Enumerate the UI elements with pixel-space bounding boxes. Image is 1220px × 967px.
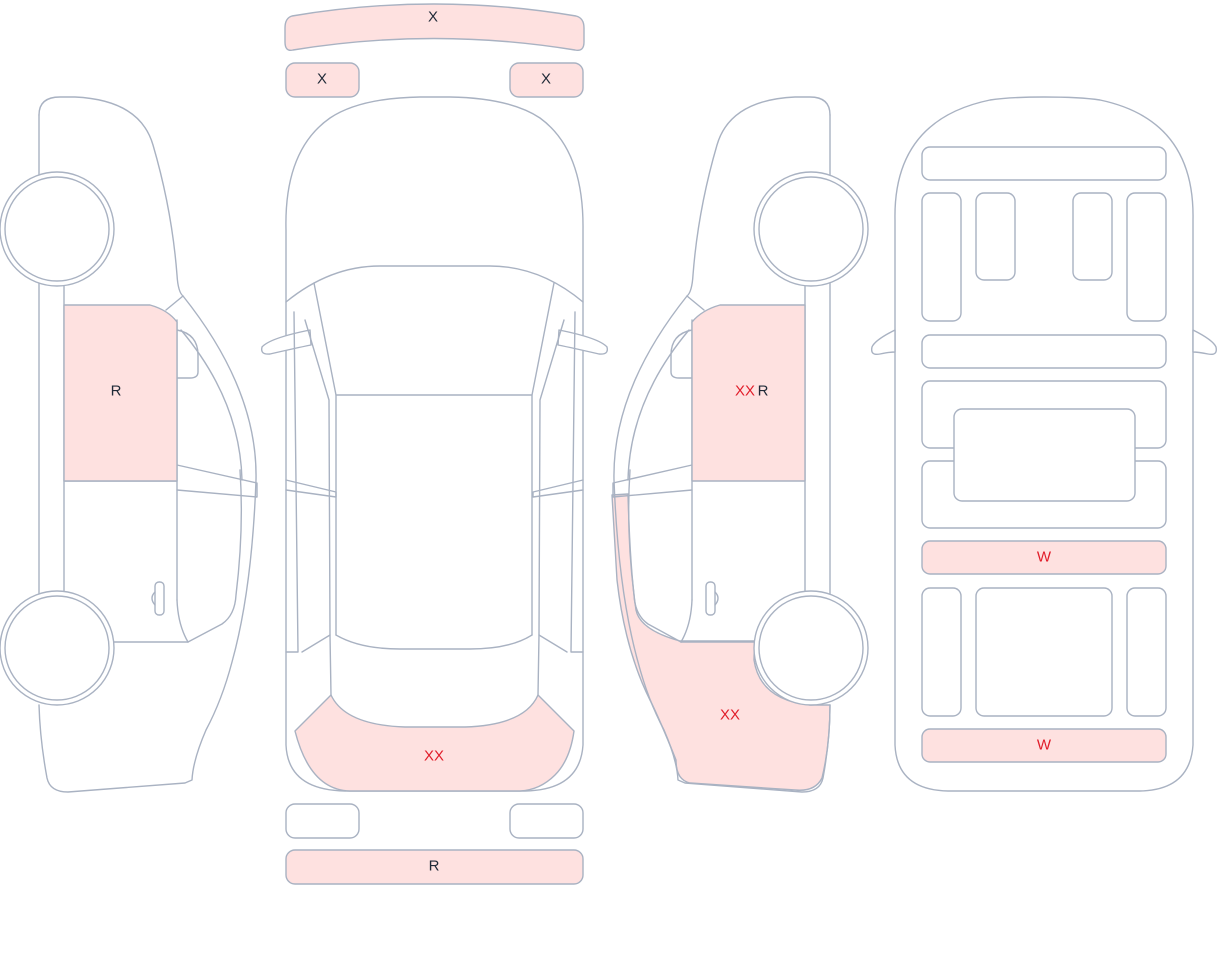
front-parts: X X X (284, 3, 585, 98)
left-side-view: R (0, 96, 258, 793)
interior-row-2-label: W (1037, 737, 1052, 754)
right-front-wheel (753, 171, 869, 287)
top-view: XX R (260, 96, 609, 885)
interior-row-1-part[interactable] (921, 540, 1167, 575)
left-front-wheel (0, 171, 115, 287)
interior-row-1-label: W (1037, 549, 1052, 566)
right-rear-wheel (753, 590, 869, 706)
front-bumper-label: X (428, 9, 438, 26)
rear-light-left-part[interactable] (285, 803, 360, 839)
right-front-door-label-a: XX (735, 383, 755, 400)
rear-light-right-part[interactable] (509, 803, 584, 839)
right-side-view: XX R XX (611, 96, 869, 793)
front-light-left-label: X (317, 71, 327, 88)
front-light-right-part[interactable] (509, 62, 584, 98)
hood-front-label: XX (424, 748, 444, 765)
interior-view: W W (870, 96, 1218, 792)
left-rear-wheel (0, 590, 115, 706)
front-light-left-part[interactable] (285, 62, 360, 98)
right-front-door-label-b: R (758, 383, 769, 400)
rear-bumper-label: R (429, 858, 440, 875)
right-front-door-part[interactable] (691, 304, 806, 482)
front-light-right-label: X (541, 71, 551, 88)
front-bumper-part[interactable] (284, 3, 585, 52)
right-front-fender-label: XX (720, 707, 740, 724)
rear-bumper-part[interactable] (285, 849, 584, 885)
hood-front-part[interactable] (294, 694, 575, 792)
left-front-door-label: R (111, 383, 122, 400)
left-front-door-part[interactable] (63, 304, 178, 482)
interior-row-2-part[interactable] (921, 728, 1167, 763)
